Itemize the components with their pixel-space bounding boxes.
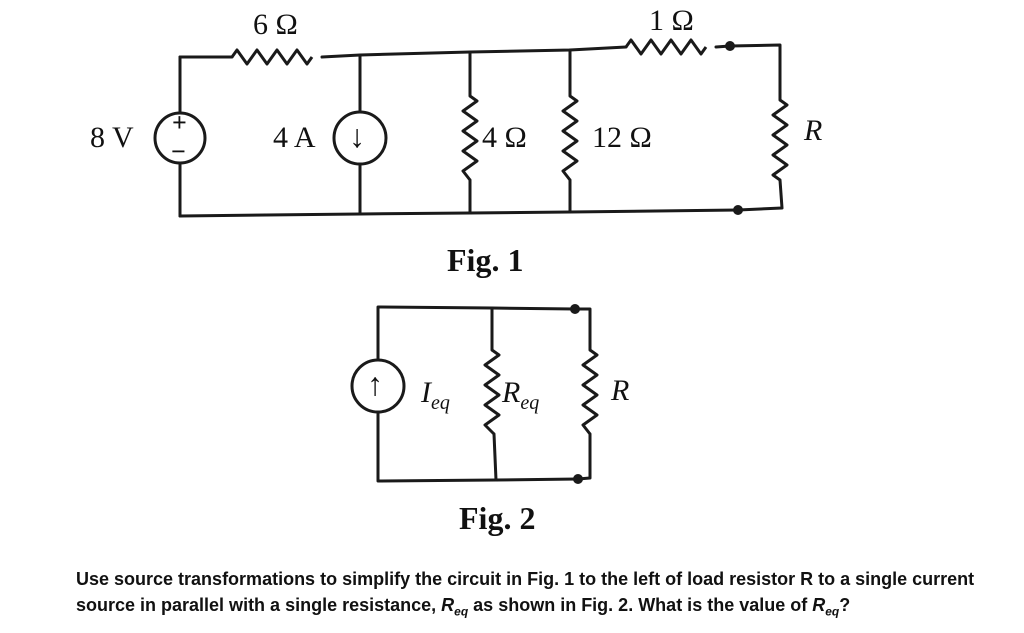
fig2-right-bottom-wire (576, 432, 592, 481)
fig1-caption: Fig. 1 (447, 242, 524, 278)
fig2-right-top-wire (573, 307, 592, 352)
fig1-label-6ohm: 6 Ω (253, 8, 298, 41)
fig1-current-source (332, 110, 388, 166)
fig2-label-R: R (611, 374, 630, 407)
fig2-top-wire (376, 305, 577, 362)
fig2-label-req: Req (502, 376, 540, 414)
fig1-vsrc-plus-icon: + (172, 108, 187, 137)
fig2-req-wire (490, 306, 498, 482)
fig1-resistor-6ohm (230, 48, 314, 66)
fig2-circuit (350, 304, 599, 484)
fig2-label-ieq: Ieq (421, 376, 450, 414)
fig1-terminal-top (725, 41, 735, 51)
fig2-resistor-Req (483, 348, 501, 436)
fig1-isrc-arrow-down-icon: ↓ (349, 118, 365, 154)
fig1-top-wire-mid (320, 45, 628, 59)
fig1-label-R: R (804, 114, 823, 147)
fig2-isrc-arrow-up-icon: ↑ (367, 366, 383, 402)
fig1-resistor-1ohm (624, 38, 708, 56)
fig1-label-1ohm: 1 Ω (649, 4, 694, 37)
fig1-bottom-wire (178, 208, 740, 218)
fig2-bottom-wire (376, 410, 580, 483)
question-text: Use source transformations to simplify t… (76, 566, 1016, 625)
fig1-label-4ohm: 4 Ω (482, 121, 527, 154)
question-line-1: Use source transformations to simplify t… (76, 569, 975, 589)
fig1-vsrc-minus-icon: − (171, 137, 186, 166)
fig1-label-12ohm: 12 Ω (592, 121, 652, 154)
fig2-resistor-R (581, 348, 599, 435)
fig2-current-source (350, 358, 406, 414)
fig1-label-8v: 8 V (90, 121, 134, 154)
fig1-top-wire-right (714, 43, 782, 102)
fig1-voltage-source (153, 111, 207, 165)
fig1-circuit (153, 38, 789, 218)
question-line-2: source in parallel with a single resista… (76, 595, 851, 619)
fig1-right-wire-bottom (736, 178, 784, 212)
fig1-resistor-R (771, 98, 789, 182)
fig2-caption: Fig. 2 (459, 500, 536, 536)
fig1-resistor-12ohm (561, 94, 579, 181)
fig1-label-4a: 4 A (273, 121, 316, 154)
fig1-resistor-4ohm (461, 94, 479, 181)
